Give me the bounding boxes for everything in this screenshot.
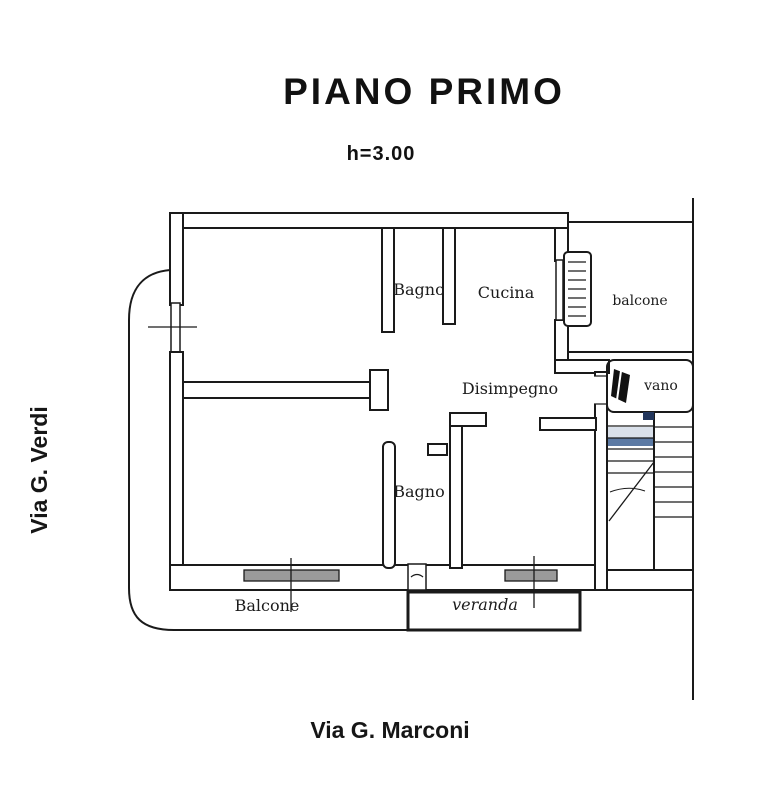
veranda-door-opening [407,563,427,591]
bottom-window-right [504,556,558,608]
balcony-outline [128,269,408,631]
corridor-stair-door-opening [594,375,608,405]
height-note: h=3.00 [347,143,416,165]
kitchen-window [555,251,592,327]
right-balcony-edges [568,221,693,353]
room-label-veranda: veranda [452,595,518,614]
exterior-walls [169,212,610,591]
room-label-bagno-bottom: Bagno [393,482,444,501]
door-swing-icon [611,369,630,403]
room-label-bagno-top: Bagno [393,280,444,299]
bottom-window-left [243,558,340,612]
room-label-disimpegno: Disimpegno [462,379,558,398]
room-label-balcone-bottom: Balcone [235,596,300,615]
room-label-vano: vano [643,378,678,394]
room-label-cucina: Cucina [478,283,535,302]
street-label-verdi: Via G. Verdi [26,406,52,533]
page-title: PIANO PRIMO [283,71,565,112]
veranda-box [406,590,582,632]
interior-walls [182,227,597,569]
staircase [600,412,693,591]
street-label-marconi: Via G. Marconi [310,717,469,743]
room-label-balcone-right: balcone [612,293,667,309]
